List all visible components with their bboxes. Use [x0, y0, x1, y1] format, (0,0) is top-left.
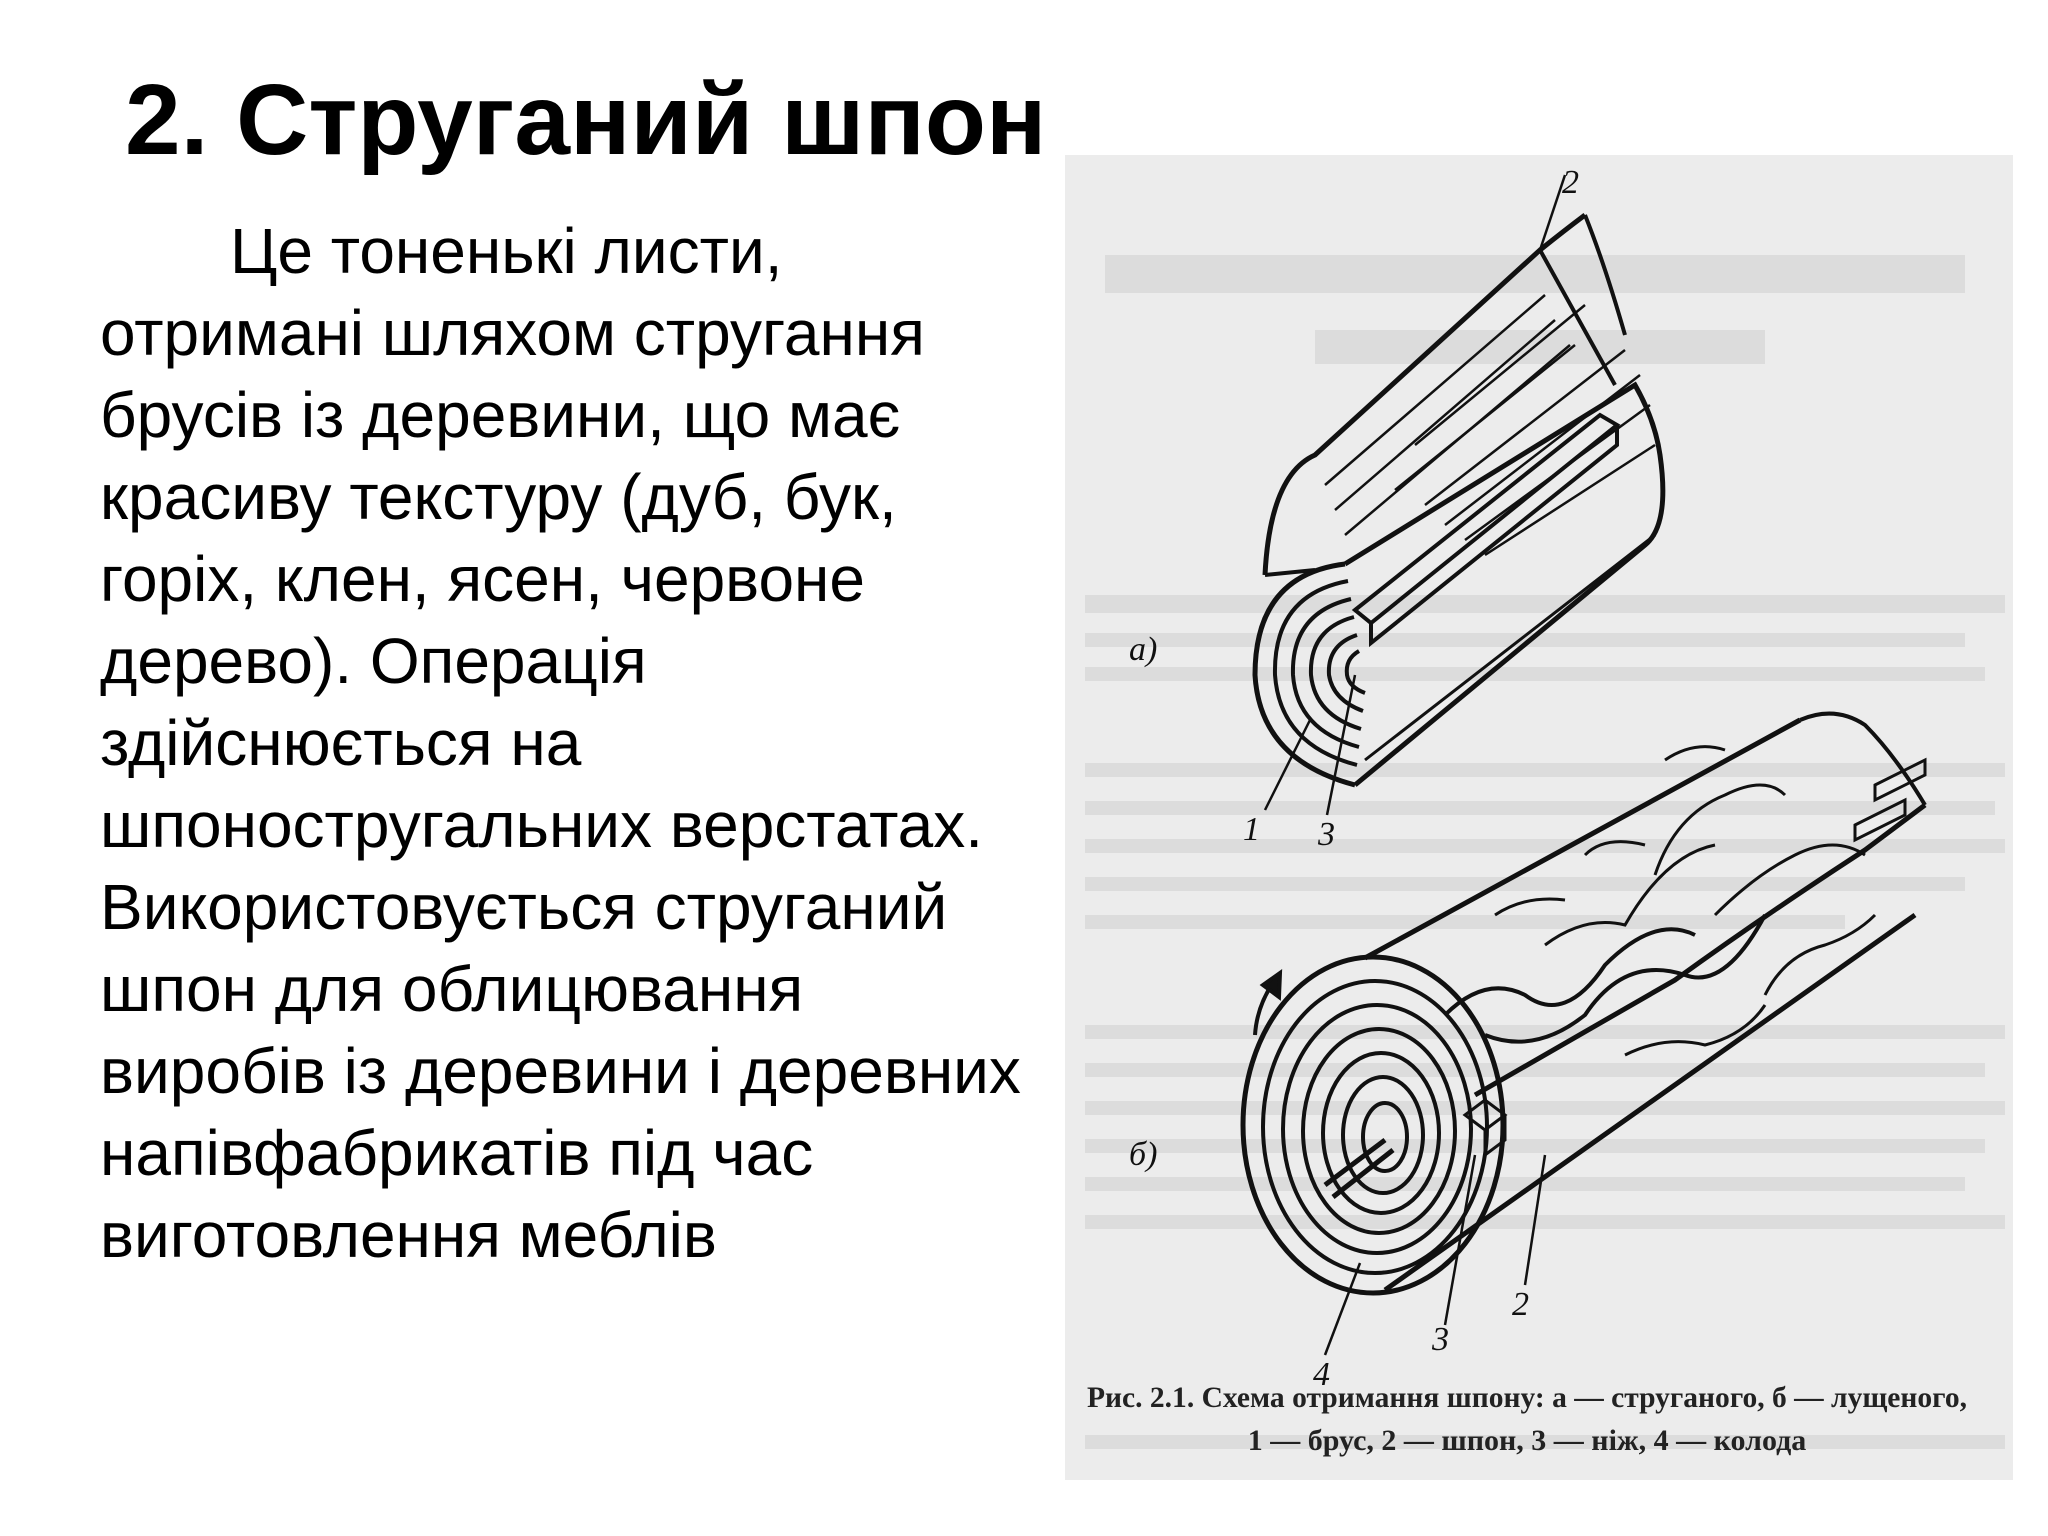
veneer-diagram: а) б) 2 1 3 4 3 2 Рис. 2.1. Схема отрима…: [1085, 164, 2005, 1457]
beam-end-rings: [1252, 561, 1366, 788]
knife-b: [1462, 1098, 1508, 1158]
body-line: напівфабрикатів під час: [100, 1117, 814, 1189]
label-a-3: 3: [1317, 816, 1335, 853]
body-line: здійснюється на: [100, 707, 582, 779]
label-a-1: 1: [1243, 811, 1260, 848]
label-b-3: 3: [1431, 1321, 1449, 1358]
body-line: брусів із деревини, що має: [100, 379, 901, 451]
veneer-figure-scan: а) б) 2 1 3 4 3 2 Рис. 2.1. Схема отрима…: [1065, 155, 2013, 1480]
label-b-2: 2: [1512, 1286, 1529, 1323]
body-line: Це тоненькі листи,: [230, 215, 783, 287]
figure-caption-line-2: 1 — брус, 2 — шпон, 3 — ніж, 4 — колода: [1248, 1424, 1807, 1457]
body-line: Використовується струганий: [100, 871, 948, 943]
body-line: виготовлення меблів: [100, 1199, 717, 1271]
body-line: виробів із деревини і деревних: [100, 1035, 1021, 1107]
knife-a: [1351, 412, 1621, 648]
body-line: горіх, клен, ясен, червоне: [100, 543, 865, 615]
body-paragraph: Це тоненькі листи, отримані шляхом струг…: [100, 210, 1100, 1276]
body-line: дерево). Операція: [100, 625, 647, 697]
log-body: [1363, 717, 1917, 1293]
log-axle: [1323, 1138, 1395, 1199]
body-line: шпоностругальних верстатах.: [100, 789, 984, 861]
peeled-veneer-sheet: [1443, 711, 1927, 1098]
label-part-a: а): [1129, 631, 1157, 668]
diagram-peeled-veneer: [1240, 711, 1927, 1356]
log-end-rings: [1240, 954, 1506, 1296]
label-a-2: 2: [1562, 164, 1579, 201]
body-line: отримані шляхом стругання: [100, 297, 925, 369]
body-line: красиву текстуру (дуб, бук,: [100, 461, 897, 533]
label-part-b: б): [1129, 1136, 1157, 1173]
slide-title: 2. Струганий шпон: [125, 64, 1047, 176]
figure-labels: а) б) 2 1 3 4 3 2: [1129, 164, 1579, 1393]
planed-veneer-sheet: [1262, 213, 1656, 577]
body-line: шпон для облицювання: [100, 953, 804, 1025]
label-b-4: 4: [1313, 1356, 1330, 1393]
page-bleed-through: [1085, 255, 2005, 1449]
figure-caption-line-1: Рис. 2.1. Схема отримання шпону: а — стр…: [1087, 1381, 1967, 1414]
diagram-planed-veneer: [1252, 174, 1666, 816]
